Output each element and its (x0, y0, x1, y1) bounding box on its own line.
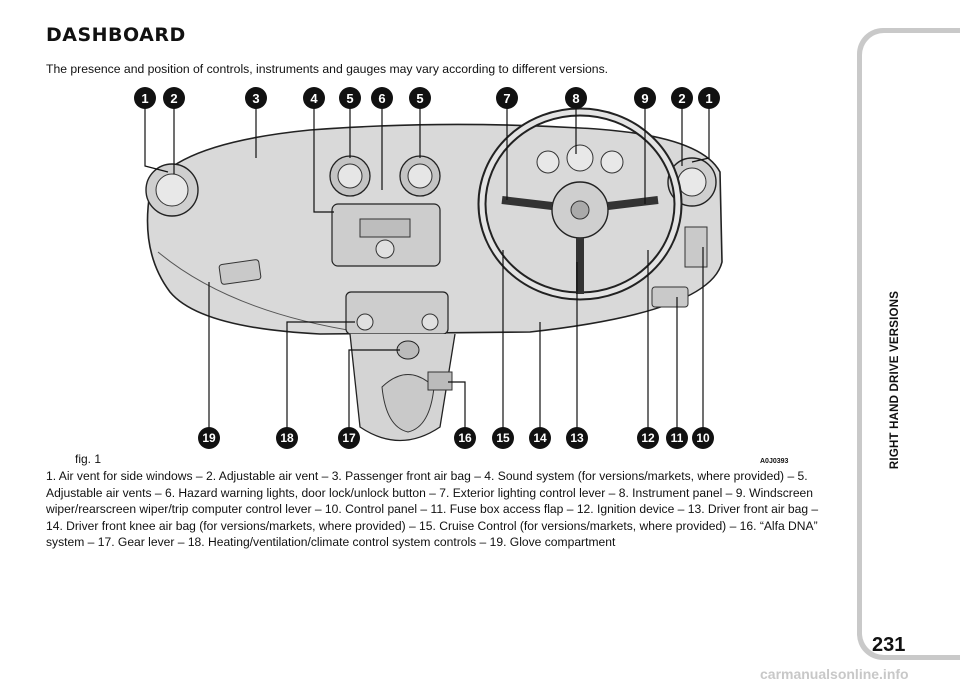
callout-bottom-19: 19 (202, 431, 216, 445)
watermark: carmanualsonline.info (760, 666, 909, 682)
callout-bottom-12-marker (637, 427, 659, 449)
callout-bottom-13-marker (566, 427, 588, 449)
callout-top-4-marker (303, 87, 325, 109)
callout-top-9-marker (634, 87, 656, 109)
callout-top-3-marker (245, 87, 267, 109)
callout-top-6: 6 (378, 91, 385, 106)
callout-top-5a-marker (339, 87, 361, 109)
callout-top-1-marker (134, 87, 156, 109)
figure-label: fig. 1 (75, 452, 102, 466)
callout-top-2: 2 (170, 91, 177, 106)
callout-bottom-17-marker (338, 427, 360, 449)
callout-top-7: 7 (503, 91, 510, 106)
side-tab-label: RIGHT HAND DRIVE VERSIONS (889, 290, 901, 470)
callout-bottom-10-marker (692, 427, 714, 449)
callout-bottom-11: 11 (671, 431, 684, 445)
callout-top-7-marker (496, 87, 518, 109)
callout-top-1b: 1 (705, 91, 712, 106)
callout-bottom-18: 18 (280, 431, 294, 445)
figure-code: A0J0393 (760, 458, 789, 465)
callout-bottom-12: 12 (641, 431, 655, 445)
callout-top-2b-marker (671, 87, 693, 109)
callout-bottom-15: 15 (496, 431, 510, 445)
dashboard-illustration: 1 2 3 4 5 6 5 7 8 9 2 1 19 18 17 16 15 (134, 87, 723, 449)
callout-top-5b-marker (409, 87, 431, 109)
side-tab (862, 33, 960, 655)
callout-bottom-15-marker (492, 427, 514, 449)
callout-bottom-18-marker (276, 427, 298, 449)
callout-top-3: 3 (252, 91, 259, 106)
callout-top-8: 8 (572, 91, 579, 106)
callout-bottom-13: 13 (570, 431, 584, 445)
page-number: 231 (872, 634, 906, 656)
callout-bottom-16: 16 (458, 431, 472, 445)
callout-bottom-14: 14 (533, 431, 547, 445)
page-heading: DASHBOARD (46, 24, 186, 46)
callout-top-2-marker (163, 87, 185, 109)
intro-text: The presence and position of controls, i… (46, 62, 609, 76)
callout-top-8-marker (565, 87, 587, 109)
callout-top-2b: 2 (678, 91, 685, 106)
callout-bottom-19-marker (198, 427, 220, 449)
callout-top-4: 4 (310, 91, 318, 106)
callout-bottom-14-marker (529, 427, 551, 449)
callout-top-5b: 5 (416, 91, 423, 106)
figure-caption: 1. Air vent for side windows – 2. Adjust… (46, 469, 819, 550)
callout-bottom-11-marker (666, 427, 688, 449)
callout-bottom-10: 10 (696, 431, 710, 445)
callout-top-1: 1 (141, 91, 148, 106)
callout-top-9: 9 (641, 91, 648, 106)
callout-top-6-marker (371, 87, 393, 109)
callout-top-1b-marker (698, 87, 720, 109)
callout-bottom-16-marker (454, 427, 476, 449)
callout-top-5a: 5 (346, 91, 353, 106)
callout-bottom-17: 17 (342, 431, 356, 445)
